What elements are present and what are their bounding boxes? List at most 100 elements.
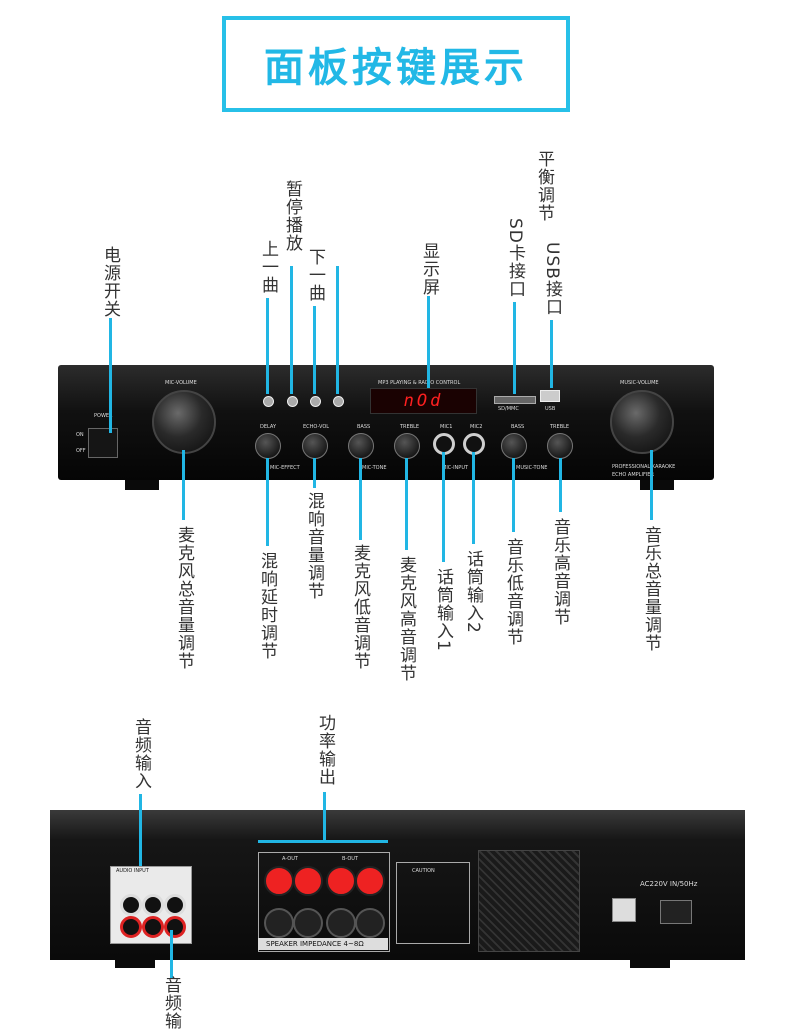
page-title: 面板按键展示 <box>264 45 528 91</box>
line-mic1 <box>442 452 445 562</box>
a-out-terminal-3[interactable] <box>264 908 294 938</box>
power-switch[interactable] <box>88 428 118 458</box>
out-l-jack[interactable] <box>164 894 186 916</box>
usb-port[interactable] <box>540 390 560 402</box>
front-foot-right <box>640 480 674 490</box>
label-pause: 暂停播放 <box>282 180 302 252</box>
line-sd <box>513 302 516 394</box>
mic-volume-knob[interactable] <box>152 390 216 454</box>
off-text: OFF <box>76 448 86 454</box>
out-r-jack[interactable] <box>164 916 186 938</box>
audio-input-text: AUDIO INPUT <box>116 868 149 874</box>
caution-plate <box>396 862 470 944</box>
aux2-r-jack[interactable] <box>142 916 164 938</box>
aux2-l-jack[interactable] <box>142 894 164 916</box>
line-repeat <box>336 266 339 394</box>
display-value: nOd <box>403 391 444 411</box>
line-audio-input <box>139 794 142 866</box>
label-sd: SD卡接口 <box>505 218 525 298</box>
music-treble-knob[interactable] <box>547 433 573 459</box>
label-prev: 上一曲 <box>258 240 278 294</box>
line-mic-bass <box>359 458 362 540</box>
next-button[interactable] <box>310 396 321 407</box>
label-next: 下一曲 <box>305 248 325 302</box>
aux1-r-jack[interactable] <box>120 916 142 938</box>
pause-button[interactable] <box>287 396 298 407</box>
label-power-output: 功率输出 <box>315 714 335 786</box>
power-cord-socket[interactable] <box>660 900 692 924</box>
ac-text: AC220V IN/50Hz <box>640 880 698 888</box>
brand-line1: PROFESSIONAL KARAOKE <box>612 464 676 470</box>
bracket-power-output <box>258 840 388 843</box>
label-music-bass: 音乐低音调节 <box>503 538 523 646</box>
line-display <box>427 296 430 388</box>
fuse-holder[interactable] <box>612 898 636 922</box>
mic-treble-knob[interactable] <box>394 433 420 459</box>
line-power <box>109 318 112 433</box>
prev-button[interactable] <box>263 396 274 407</box>
mic-tone-text: MIC-TONE <box>362 465 387 471</box>
line-pause <box>290 266 293 394</box>
echo-volume-knob[interactable] <box>302 433 328 459</box>
a-out-terminal-4[interactable] <box>293 908 323 938</box>
caution-text: CAUTION <box>412 868 435 874</box>
music-volume-knob[interactable] <box>610 390 674 454</box>
mic-input-text: MIC-INPUT <box>442 465 469 471</box>
label-audio-input: 音频输入 <box>131 718 151 790</box>
label-display: 显示屏 <box>419 242 439 296</box>
line-mic-treble <box>405 458 408 550</box>
music-tone-text: MUSIC-TONE <box>516 465 548 471</box>
mic1-text: MIC1 <box>440 424 453 430</box>
mp3-text: MP3 PLAYING & RADIO CONTROL <box>378 380 461 386</box>
repeat-button[interactable] <box>333 396 344 407</box>
label-mic-bass: 麦克风低音调节 <box>350 544 370 670</box>
a-out-terminal-1[interactable] <box>264 866 294 896</box>
b-out-terminal-4[interactable] <box>355 908 385 938</box>
line-audio-out <box>170 930 173 978</box>
b-out-terminal-3[interactable] <box>326 908 356 938</box>
b-out-terminal-1[interactable] <box>326 866 356 896</box>
label-audio-out: 音频输 <box>161 976 181 1030</box>
label-music-treble: 音乐高音调节 <box>550 518 570 626</box>
label-echo-volume: 混响音量调节 <box>304 492 324 600</box>
line-mic2 <box>472 452 475 544</box>
music-volume-text: MUSIC-VOLUME <box>620 380 659 386</box>
label-power: 电源开关 <box>100 246 120 318</box>
line-prev <box>266 298 269 394</box>
power-text: POWER <box>94 413 113 419</box>
mic-bass-knob[interactable] <box>348 433 374 459</box>
line-mic-volume <box>182 450 185 520</box>
on-text: ON <box>76 432 84 438</box>
line-power-output <box>323 792 326 842</box>
line-music-treble <box>559 458 562 512</box>
b-out-terminal-2[interactable] <box>355 866 385 896</box>
impedance-strip <box>258 938 388 950</box>
line-echo-delay <box>266 458 269 546</box>
a-out-text: A-OUT <box>282 856 298 862</box>
sd-slot[interactable] <box>494 396 536 404</box>
label-balance: 平衡调节 <box>534 150 554 222</box>
label-mic1: 话筒输入1 <box>433 568 453 652</box>
mic-effect-text: MIC-EFFECT <box>270 465 300 471</box>
mic-treble-text: TREBLE <box>400 424 420 430</box>
sd-text: SD/MMC <box>498 406 519 412</box>
b-out-text: B-OUT <box>342 856 359 862</box>
line-echo-volume <box>313 458 316 488</box>
a-out-terminal-2[interactable] <box>293 866 323 896</box>
label-mic-volume: 麦克风总音量调节 <box>174 526 194 670</box>
mic-bass-text: BASS <box>357 424 371 430</box>
brand-line2: ECHO AMPLIFIER <box>612 472 654 478</box>
cooling-fan <box>478 850 580 952</box>
rear-foot-right <box>630 958 670 968</box>
led-display: nOd <box>370 388 477 414</box>
label-music-volume: 音乐总音量调节 <box>641 526 661 652</box>
music-bass-text: BASS <box>511 424 525 430</box>
echo-delay-knob[interactable] <box>255 433 281 459</box>
music-bass-knob[interactable] <box>501 433 527 459</box>
delay-text: DELAY <box>260 424 276 430</box>
aux1-l-jack[interactable] <box>120 894 142 916</box>
rear-foot-left <box>115 958 155 968</box>
front-foot-left <box>125 480 159 490</box>
usb-text: USB <box>545 406 556 412</box>
speaker-terminal-block <box>258 852 390 952</box>
